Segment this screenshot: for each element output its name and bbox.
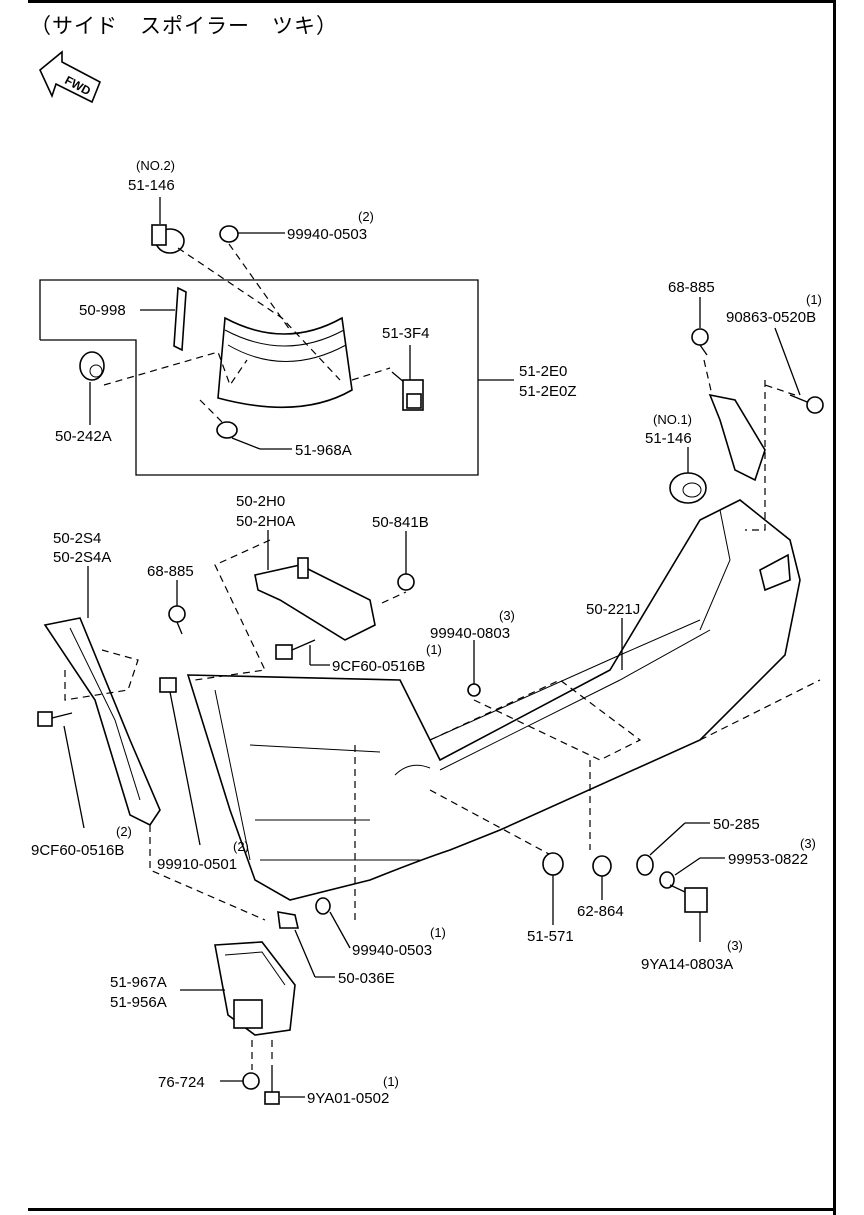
fwd-arrow-icon: FWD: [39, 50, 102, 104]
label-99953: 99953-0822: [728, 851, 808, 868]
screw-51968a-part: [216, 421, 238, 439]
pad-50285-part: [636, 854, 654, 876]
label-50998: 50-998: [79, 302, 126, 319]
label-51146-no1-qty: (NO.1): [653, 412, 692, 427]
plug-51571-part: [542, 852, 564, 876]
clip-68885-left-part: [168, 605, 186, 635]
label-9cf60-left-qty: (2): [116, 824, 132, 839]
label-9cf60-left: 9CF60-0516B: [31, 842, 124, 859]
side-spoiler-part: [217, 316, 353, 409]
clip-50036e-part: [277, 911, 300, 929]
mud-flap-part: [214, 941, 296, 1036]
bottom-border: [28, 1208, 836, 1211]
label-51571: 51-571: [527, 928, 574, 945]
label-9ya01: 9YA01-0502: [307, 1090, 389, 1107]
label-99940-0503-bot-qty: (1): [430, 925, 446, 940]
side-spoiler-left-part: [43, 617, 161, 827]
clip-68885-right-part: [691, 328, 709, 356]
clip-no2-part: [151, 224, 185, 254]
nut-99940-0803-part: [467, 683, 481, 697]
label-99940-0503-top-qty: (2): [358, 209, 374, 224]
fastener-513f4-part: [391, 371, 424, 411]
label-99910-qty: (2): [233, 839, 249, 854]
label-502s4: 50-2S4: [53, 530, 101, 547]
label-50242a: 50-242A: [55, 428, 112, 445]
label-99940-0803-qty: (3): [499, 608, 515, 623]
label-51967a: 51-967A: [110, 974, 167, 991]
rear-bumper-part: [186, 499, 801, 901]
nut-top-part: [219, 225, 239, 243]
label-62864: 62-864: [577, 903, 624, 920]
assembly-box: [39, 279, 479, 476]
label-50221j: 50-221J: [586, 601, 640, 618]
label-50841b: 50-841B: [372, 514, 429, 531]
label-9ya14-qty: (3): [727, 938, 743, 953]
label-51146-no1: 51-146: [645, 430, 692, 447]
screw-9ya14-part: [669, 884, 708, 913]
label-99910: 99910-0501: [157, 856, 237, 873]
washer-99953-part: [659, 871, 675, 889]
upper-molding-part: [708, 393, 766, 482]
bolt-9ya01-part: [264, 1065, 280, 1105]
clip-99910-part: [159, 677, 177, 693]
label-51146-no2: 51-146: [128, 177, 175, 194]
label-51968a: 51-968A: [295, 442, 352, 459]
screw-90863-part: [789, 394, 824, 414]
label-50036e: 50-036E: [338, 970, 395, 987]
label-51956a: 51-956A: [110, 994, 167, 1011]
clip-no1-part: [669, 472, 707, 504]
label-9cf60-mid: 9CF60-0516B: [332, 658, 425, 675]
label-76724: 76-724: [158, 1074, 205, 1091]
label-51146-no2-qty: (NO.2): [136, 158, 175, 173]
label-99940-0503-bot: 99940-0503: [352, 942, 432, 959]
right-border: [833, 0, 836, 1215]
label-99953-qty: (3): [800, 836, 816, 851]
bolt-9cf60-mid-part: [275, 639, 316, 660]
label-9ya14: 9YA14-0803A: [641, 956, 733, 973]
label-512e0: 51-2E0: [519, 363, 567, 380]
label-502s4a: 50-2S4A: [53, 549, 111, 566]
label-502h0: 50-2H0: [236, 493, 285, 510]
bracket-502h0-part: [254, 557, 376, 641]
label-68885-right: 68-885: [668, 279, 715, 296]
label-99940-0803: 99940-0803: [430, 625, 510, 642]
label-512e0z: 51-2E0Z: [519, 383, 577, 400]
label-90863-qty: (1): [806, 292, 822, 307]
top-border: [28, 0, 836, 3]
clip-76724-part: [242, 1072, 260, 1090]
label-502h0a: 50-2H0A: [236, 513, 295, 530]
clip-50841b-part: [397, 573, 415, 591]
bolt-9cf60-left-part: [37, 711, 73, 727]
label-513f4: 51-3F4: [382, 325, 430, 342]
label-9cf60-mid-qty: (1): [426, 642, 442, 657]
cap-62864-part: [592, 855, 612, 877]
label-90863: 90863-0520B: [726, 309, 816, 326]
label-50285: 50-285: [713, 816, 760, 833]
label-99940-0503-top: 99940-0503: [287, 226, 367, 243]
page-title: （サイド スポイラー ツキ）: [30, 14, 338, 38]
nut-bottom-part: [315, 897, 331, 915]
grommet-part: [79, 351, 105, 381]
label-9ya01-qty: (1): [383, 1074, 399, 1089]
label-68885-left: 68-885: [147, 563, 194, 580]
trim-strip-part: [173, 286, 187, 352]
